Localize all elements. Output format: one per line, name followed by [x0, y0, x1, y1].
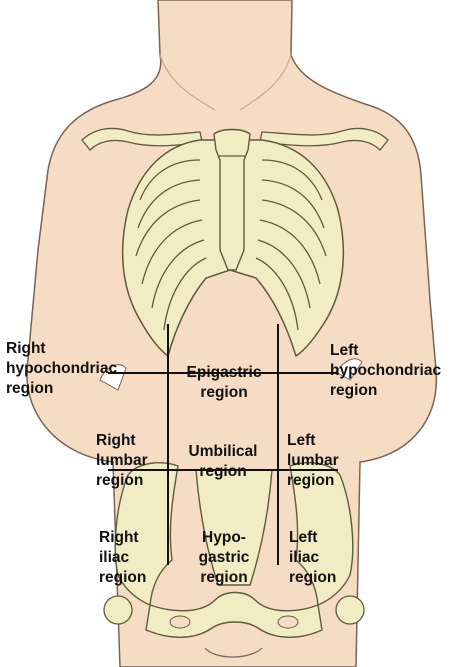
left-hip-joint [336, 596, 364, 624]
sternum [214, 130, 250, 271]
